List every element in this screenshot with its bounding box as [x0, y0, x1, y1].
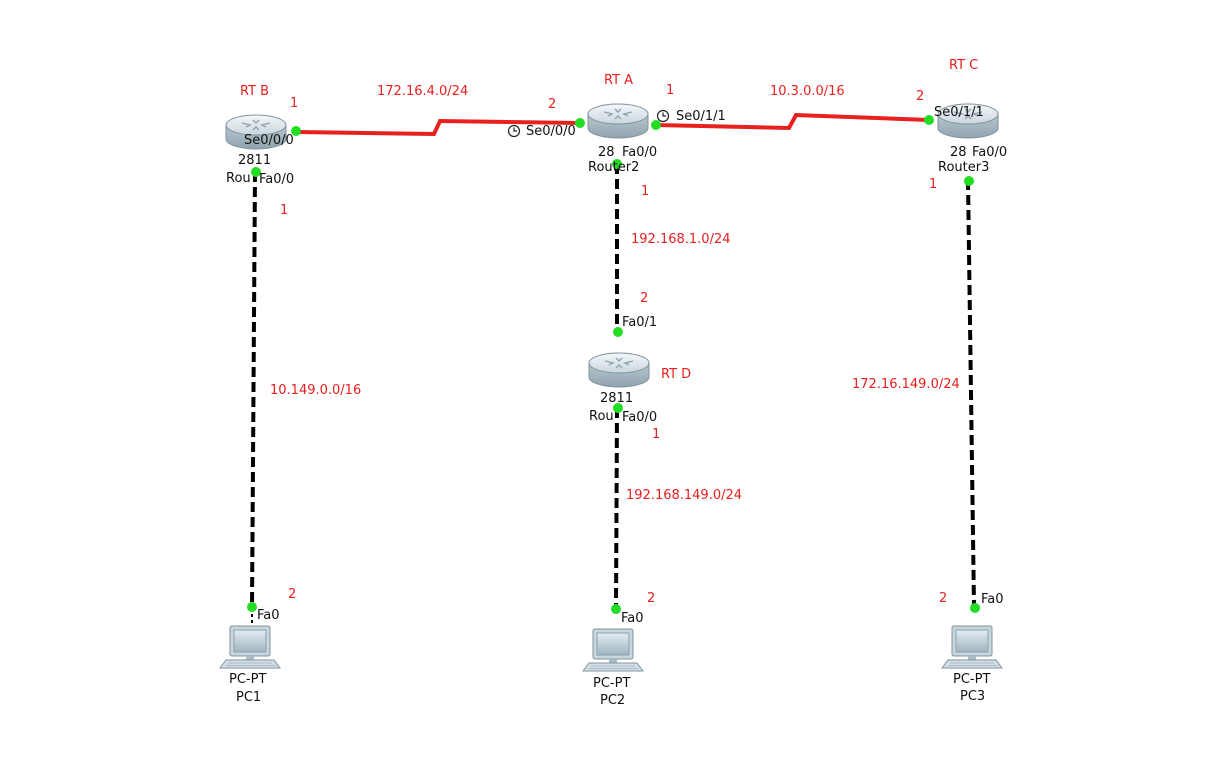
port-dot-rtb-se000 — [291, 126, 301, 136]
pc-pc2[interactable] — [582, 628, 644, 672]
network-label-b-a: 172.16.4.0/24 — [377, 84, 469, 99]
host-id-d-pc2-pc: 2 — [647, 591, 656, 606]
serial-link-rta-rtc[interactable] — [655, 112, 930, 131]
network-label-b-pc1: 10.149.0.0/16 — [270, 383, 362, 398]
port-dot-rta-fa00 — [612, 159, 622, 169]
device-name-pc2: PC2 — [600, 693, 626, 708]
network-label-d-pc2: 192.168.149.0/24 — [626, 488, 743, 503]
device-model-rtd: 2811 — [600, 391, 634, 406]
clock-icon — [656, 109, 670, 123]
port-label-rta-se000: Se0/0/0 — [526, 124, 576, 139]
host-id-b-pc1-rtb: 1 — [280, 203, 289, 218]
device-name-rta: Router2 — [588, 160, 640, 175]
ethernet-link-rtd-pc2[interactable] — [614, 407, 619, 609]
port-dot-rtd-fa01 — [613, 327, 623, 337]
device-name-pc3: PC3 — [960, 689, 986, 704]
device-name-rtb: Rou — [226, 171, 251, 186]
network-label-c-pc3: 172.16.149.0/24 — [852, 377, 960, 392]
device-name-rtc: Router3 — [938, 160, 990, 175]
host-id-a-d-rtd: 2 — [640, 291, 649, 306]
router-rtd[interactable] — [588, 352, 650, 388]
port-label-rtd-fa00: Fa0/0 — [622, 410, 658, 425]
clock-icon — [507, 124, 521, 138]
port-dot-rtb-fa00 — [251, 167, 261, 177]
port-label-rtc-fa00: Fa0/0 — [972, 145, 1008, 160]
port-dot-pc1-fa0 — [247, 602, 257, 612]
port-dot-rtc-fa00 — [964, 176, 974, 186]
port-label-rtc-se011: Se0/1/1 — [934, 105, 984, 120]
note-rta: RT A — [604, 73, 634, 88]
port-label-rta-fa00: Fa0/0 — [622, 145, 658, 160]
host-id-b-pc1-pc: 2 — [288, 587, 297, 602]
device-name-rtd: Rou — [589, 409, 614, 424]
network-label-a-d: 192.168.1.0/24 — [631, 232, 731, 247]
port-label-rtb-se000: Se0/0/0 — [244, 133, 294, 148]
port-status-dots — [247, 115, 980, 614]
device-model-rta: 28 — [598, 145, 615, 160]
pc-pc3[interactable] — [941, 625, 1003, 669]
device-model-rtb: 2811 — [238, 153, 272, 168]
device-name-pc1: PC1 — [236, 690, 262, 705]
port-label-pc3-fa0: Fa0 — [981, 592, 1004, 607]
port-label-pc2-fa0: Fa0 — [621, 611, 644, 626]
port-label-rta-se011: Se0/1/1 — [676, 109, 726, 124]
device-model-rtc: 28 — [950, 145, 967, 160]
device-model-pc3: PC-PT — [953, 672, 991, 687]
note-rtd: RT D — [661, 367, 692, 382]
host-id-b-a-rta: 2 — [548, 97, 557, 112]
port-dot-pc3-fa0 — [970, 603, 980, 613]
note-rtb: RT B — [240, 84, 270, 99]
device-model-pc1: PC-PT — [229, 672, 267, 687]
port-label-rtd-fa01: Fa0/1 — [622, 315, 658, 330]
host-id-a-d-rta: 1 — [641, 184, 650, 199]
port-dot-rtd-fa00 — [613, 403, 623, 413]
port-dot-rtc-se011 — [924, 115, 934, 125]
ethernet-link-rtc-pc3[interactable] — [966, 179, 976, 608]
port-label-rtb-fa00: Fa0/0 — [259, 172, 295, 187]
host-id-b-a-rtb: 1 — [290, 96, 299, 111]
pc-pc1[interactable] — [219, 625, 281, 669]
network-label-a-c: 10.3.0.0/16 — [770, 84, 845, 99]
port-dot-rta-se011 — [651, 120, 661, 130]
port-label-pc1-fa0: Fa0 — [257, 608, 280, 623]
device-model-pc2: PC-PT — [593, 676, 631, 691]
note-rtc: RT C — [949, 58, 979, 73]
host-id-c-pc3-pc: 2 — [939, 591, 948, 606]
serial-link-rtb-rta[interactable] — [296, 118, 580, 137]
host-id-a-c-rtc: 2 — [916, 89, 925, 104]
host-id-a-c-rta: 1 — [666, 83, 675, 98]
host-id-c-pc3-rtc: 1 — [929, 177, 938, 192]
host-id-d-pc2-rtd: 1 — [652, 427, 661, 442]
router-rta[interactable] — [587, 103, 649, 139]
port-dot-pc2-fa0 — [611, 604, 621, 614]
ethernet-link-rtb-pc1[interactable] — [250, 171, 257, 625]
port-dot-rta-se000 — [575, 118, 585, 128]
